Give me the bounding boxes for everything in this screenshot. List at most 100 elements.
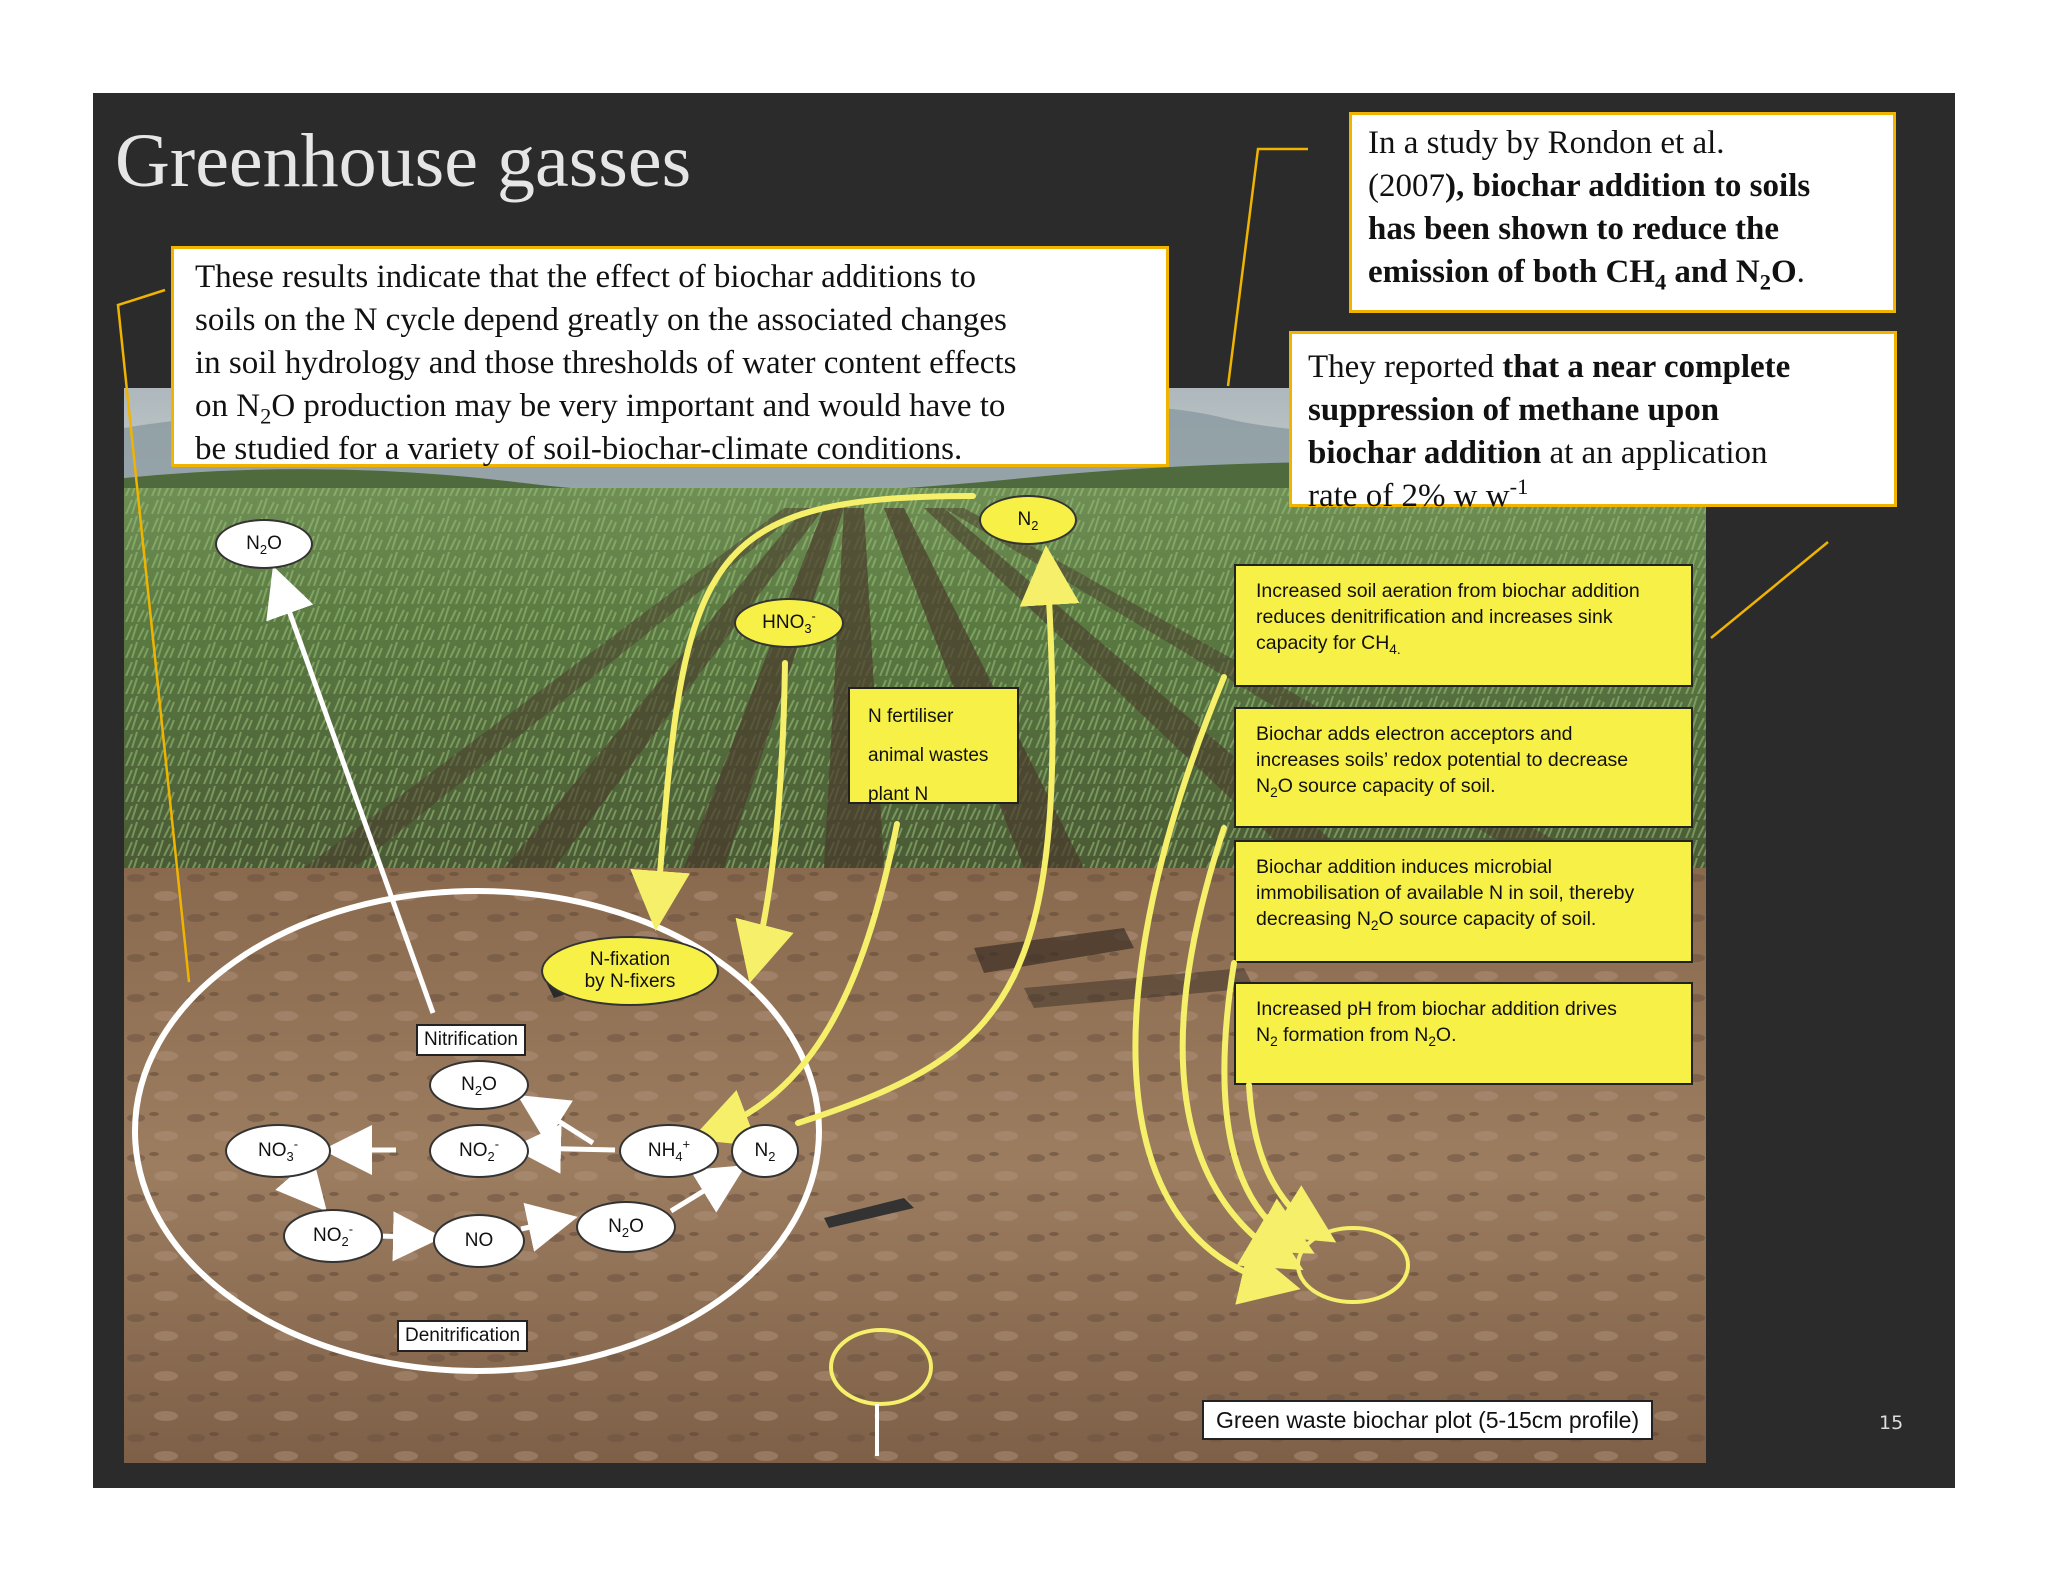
mechanism-aeration: Increased soil aeration from biochar add… [1234, 564, 1693, 687]
reported-plain-1: They reported [1308, 349, 1503, 385]
mechanism-electron-acceptors: Biochar adds electron acceptors and incr… [1234, 707, 1693, 828]
rondon-callout: In a study by Rondon et al. (2007), bioc… [1349, 112, 1896, 313]
n2-atmosphere-node: N2 [979, 495, 1077, 545]
rondon-line-4: emission of both CH4 and N2O. [1368, 251, 1893, 294]
summary-line-4-mid: O [271, 388, 296, 424]
cycle-n2o-node: N2O [429, 1060, 529, 1110]
mechanism-electron-line-3-post: O source capacity of soil. [1277, 775, 1496, 797]
summary-line-4-sub: 2 [260, 403, 272, 429]
mechanism-immobilisation: Biochar addition induces microbial immob… [1234, 840, 1693, 963]
n2o-emission-base: N [246, 533, 260, 554]
n2-atmosphere-label: N2 [1017, 509, 1039, 533]
nitrification-label: Nitrification [416, 1024, 526, 1056]
cycle-no3-base: NO [258, 1140, 287, 1161]
cycle-nh4-sup: + [682, 1136, 691, 1152]
cycle-no3-sup: - [293, 1136, 298, 1152]
cycle-n2o-sub: 2 [474, 1082, 483, 1098]
cycle-no3-label: NO3- [258, 1136, 298, 1164]
cycle-no2-bottom-label: NO2- [313, 1223, 353, 1249]
mechanism-electron-line-2: increases soils’ redox potential to decr… [1256, 749, 1629, 771]
cycle-no2-top-node: NO2- [429, 1124, 529, 1178]
cycle-n2o-tail: O [482, 1074, 497, 1095]
cycle-n2o-bottom-node: N2O [576, 1201, 676, 1253]
rondon-line-2-plain: (2007 [1368, 168, 1445, 204]
n-fixation-line-2: by N-fixers [584, 971, 676, 992]
cycle-no2-top-sup: - [494, 1136, 499, 1152]
mechanism-ph: Increased pH from biochar addition drive… [1234, 982, 1693, 1085]
n2o-emission-tail: O [267, 533, 282, 554]
cycle-n2-label: N2 [754, 1140, 776, 1163]
reported-plain-2: at an application [1541, 435, 1768, 471]
rondon-line-4-b: and N [1666, 254, 1760, 290]
mechanism-aeration-line-3: capacity for CH4. [1256, 630, 1681, 656]
hno3-label: HNO3- [762, 610, 816, 636]
summary-line-5: be studied for a variety of soil-biochar… [195, 431, 963, 467]
reported-line-2: suppression of methane upon [1308, 389, 1894, 432]
reported-line-4: rate of 2% w w-1 [1308, 475, 1894, 518]
rondon-line-2: (2007), biochar addition to soils [1368, 165, 1893, 208]
n2-atmosphere-base: N [1017, 509, 1032, 530]
mechanism-electron-line-3: N2O source capacity of soil. [1256, 773, 1681, 799]
slide-title: Greenhouse gasses [115, 119, 692, 203]
summary-line-4-rest: production may be very important and wou… [303, 388, 1006, 424]
summary-line-1: These results indicate that the effect o… [195, 259, 977, 295]
mechanism-aeration-line-1: Increased soil aeration from biochar add… [1256, 580, 1640, 602]
cycle-n2o-label: N2O [461, 1074, 497, 1098]
reported-callout: They reported that a near complete suppr… [1289, 331, 1897, 514]
mechanism-ph-line-1: Increased pH from biochar addition drive… [1256, 998, 1617, 1020]
cycle-n2o-bottom-label: N2O [608, 1216, 644, 1240]
rondon-line-3-bold: has been shown to reduce the [1368, 211, 1780, 247]
cycle-no3-sub: 3 [286, 1148, 294, 1164]
cycle-n2-base: N [754, 1140, 769, 1161]
mechanism-electron-line-1: Biochar adds electron acceptors and [1256, 723, 1573, 745]
cycle-no2-top-sub: 2 [487, 1148, 495, 1164]
cycle-nh4-label: NH4+ [648, 1136, 691, 1163]
summary-callout: These results indicate that the effect o… [171, 246, 1169, 467]
mechanism-electron-line-3-sub: 2 [1270, 784, 1278, 800]
fertiliser-line-3: plant N [868, 784, 929, 805]
mechanism-ph-line-2-mid: formation from N [1277, 1024, 1429, 1046]
n2o-emission-node: N2O [215, 519, 313, 569]
mechanism-immob-line-3-sub: 2 [1370, 917, 1379, 933]
summary-line-4: on N2O production may be very important … [195, 385, 1166, 428]
rondon-line-4-a: emission of both CH [1368, 254, 1655, 290]
n-fixation-line-1: N-fixation [589, 949, 671, 970]
reported-plain-3: rate of 2% w w [1308, 478, 1510, 514]
cycle-n2o-bottom-tail: O [629, 1216, 644, 1237]
cycle-no2-bottom-base: NO [313, 1225, 342, 1246]
page-number: 15 [1879, 1412, 1904, 1434]
n2-atmosphere-sub: 2 [1031, 517, 1039, 533]
mechanism-aeration-line-2: reduces denitrification and increases si… [1256, 606, 1613, 628]
cycle-no2-top-label: NO2- [459, 1136, 499, 1164]
reported-line-1: They reported that a near complete [1308, 346, 1894, 389]
cycle-no-node: NO [433, 1214, 525, 1268]
mechanism-immob-line-3-pre: decreasing N [1256, 908, 1371, 930]
n2o-emission-label: N2O [246, 533, 282, 557]
rondon-line-1: In a study by Rondon et al. [1368, 125, 1725, 161]
cycle-no2-bottom-sub: 2 [341, 1233, 349, 1249]
reported-sup: -1 [1509, 474, 1529, 499]
hno3-sub: 3 [804, 620, 812, 636]
summary-line-2: soils on the N cycle depend greatly on t… [195, 302, 1007, 338]
reported-bold-1: that a near complete [1502, 349, 1791, 385]
summary-line-4-prefix: on N [195, 388, 261, 424]
mechanism-immob-line-3: decreasing N2O source capacity of soil. [1256, 906, 1681, 932]
n2o-emission-sub: 2 [259, 541, 268, 557]
reported-line-3: biochar addition at an application [1308, 432, 1894, 475]
hno3-node: HNO3- [734, 598, 844, 648]
mechanism-aeration-line-3-pre: capacity for CH [1256, 632, 1390, 654]
mechanism-immob-line-1: Biochar addition induces microbial [1256, 856, 1552, 878]
cycle-n2o-bottom-sub: 2 [621, 1224, 630, 1240]
rondon-line-2-bold: ), biochar addition to soils [1445, 168, 1811, 204]
reported-bold-2: suppression of methane upon [1308, 392, 1720, 428]
cycle-n2o-base: N [461, 1074, 475, 1095]
mechanism-ph-line-2: N2 formation from N2O. [1256, 1022, 1681, 1048]
cycle-n2o-bottom-base: N [608, 1216, 622, 1237]
rondon-line-3: has been shown to reduce the [1368, 208, 1893, 251]
cycle-no2-top-base: NO [459, 1140, 488, 1161]
cycle-no3-node: NO3- [225, 1124, 331, 1178]
reported-bold-3: biochar addition [1308, 435, 1542, 471]
mechanism-aeration-line-3-sub: 4. [1389, 641, 1401, 657]
